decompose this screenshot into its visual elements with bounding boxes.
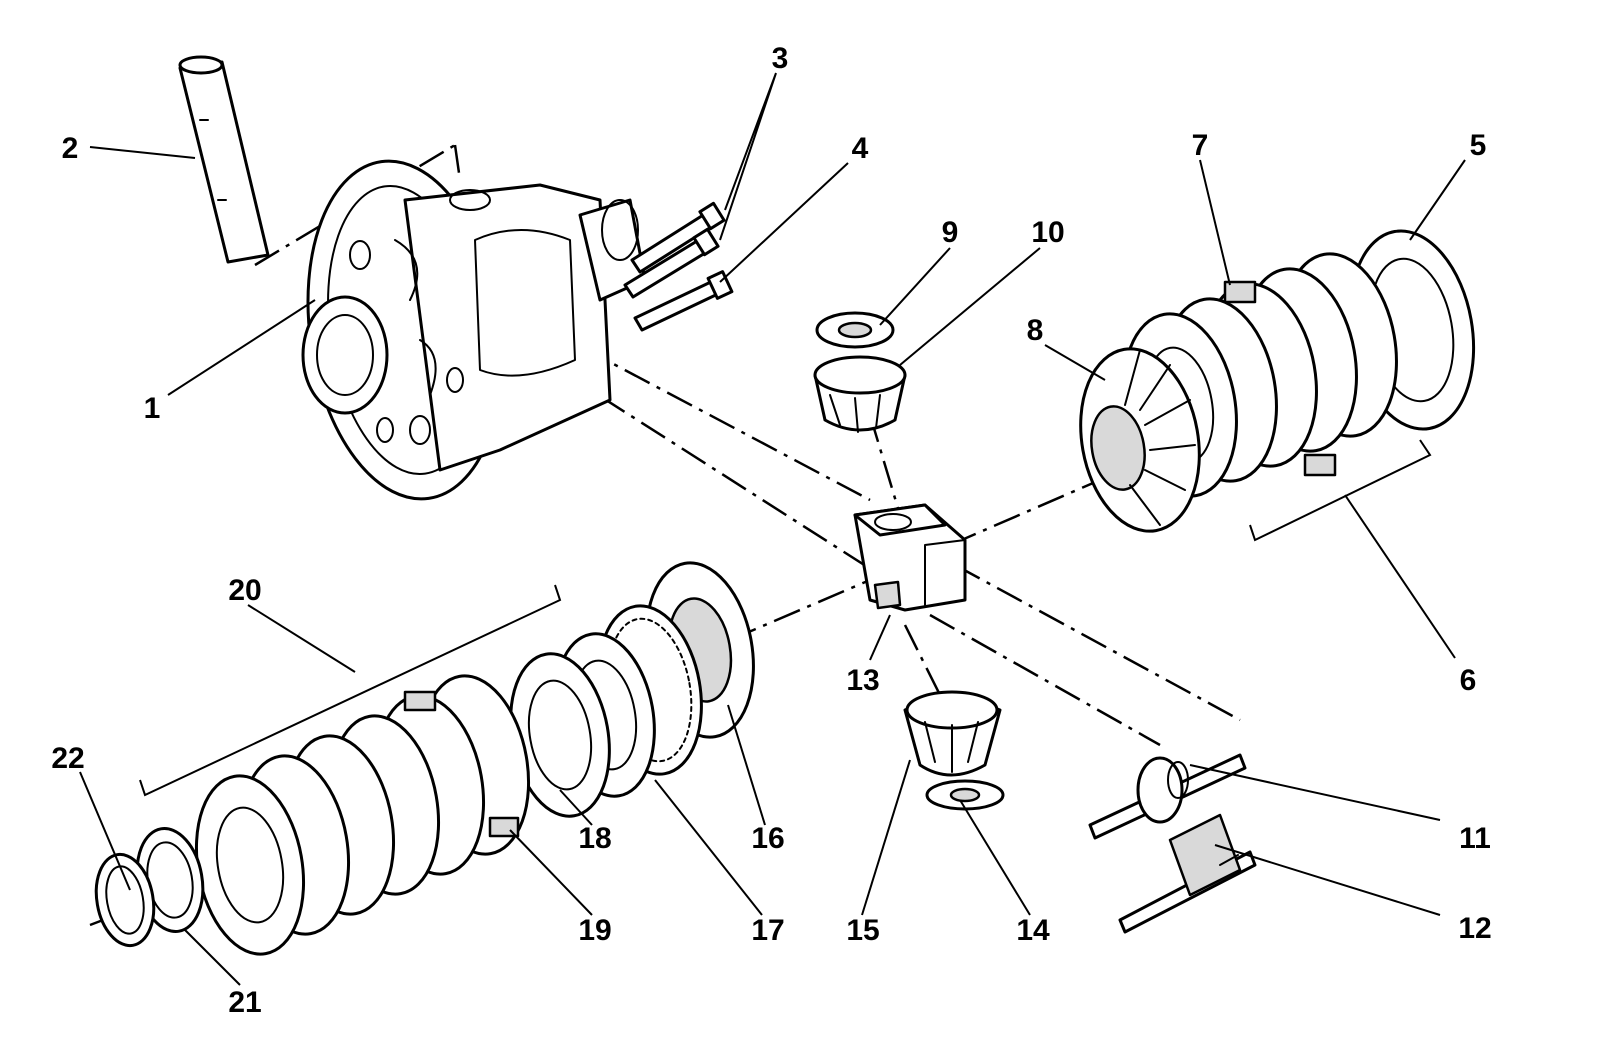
group-brackets xyxy=(139,439,1432,797)
side-gear-left xyxy=(509,561,755,818)
callout-14: 14 xyxy=(1016,914,1050,947)
callout-12: 12 xyxy=(1458,912,1491,945)
callout-20: 20 xyxy=(228,574,261,607)
clutch-pack-left xyxy=(194,674,531,956)
callout-16: 16 xyxy=(751,822,784,855)
callout-6: 6 xyxy=(1460,664,1477,697)
pinion-gear-upper xyxy=(813,311,907,433)
callout-7: 7 xyxy=(1192,129,1209,162)
callout-4: 4 xyxy=(852,132,869,165)
callout-3: 3 xyxy=(772,42,789,75)
leader-lines xyxy=(79,72,1466,986)
pinion-block xyxy=(853,503,967,612)
callout-13: 13 xyxy=(846,664,879,697)
callout-5: 5 xyxy=(1470,129,1487,162)
callout-9: 9 xyxy=(942,216,959,249)
callout-labels: 1 2 3 4 5 6 7 8 9 10 11 12 13 14 15 16 1… xyxy=(51,42,1491,1019)
callout-22: 22 xyxy=(51,742,84,775)
differential-case xyxy=(301,159,647,501)
pinion-shaft xyxy=(178,55,270,264)
pinion-gear-lower xyxy=(903,690,1005,811)
case-bolt-long xyxy=(633,270,734,332)
side-gear-right xyxy=(1079,347,1201,533)
callout-17: 17 xyxy=(751,914,784,947)
callout-18: 18 xyxy=(578,822,611,855)
callout-1: 1 xyxy=(144,392,161,425)
callout-21: 21 xyxy=(228,986,261,1019)
callout-15: 15 xyxy=(846,914,879,947)
thrust-washer-left xyxy=(94,826,205,948)
callout-11: 11 xyxy=(1459,822,1491,855)
callout-10: 10 xyxy=(1031,216,1064,249)
callout-8: 8 xyxy=(1027,314,1044,347)
case-bolts xyxy=(623,201,726,299)
callout-19: 19 xyxy=(578,914,611,947)
preload-spring-assembly xyxy=(1088,753,1257,934)
callout-2: 2 xyxy=(62,132,79,165)
